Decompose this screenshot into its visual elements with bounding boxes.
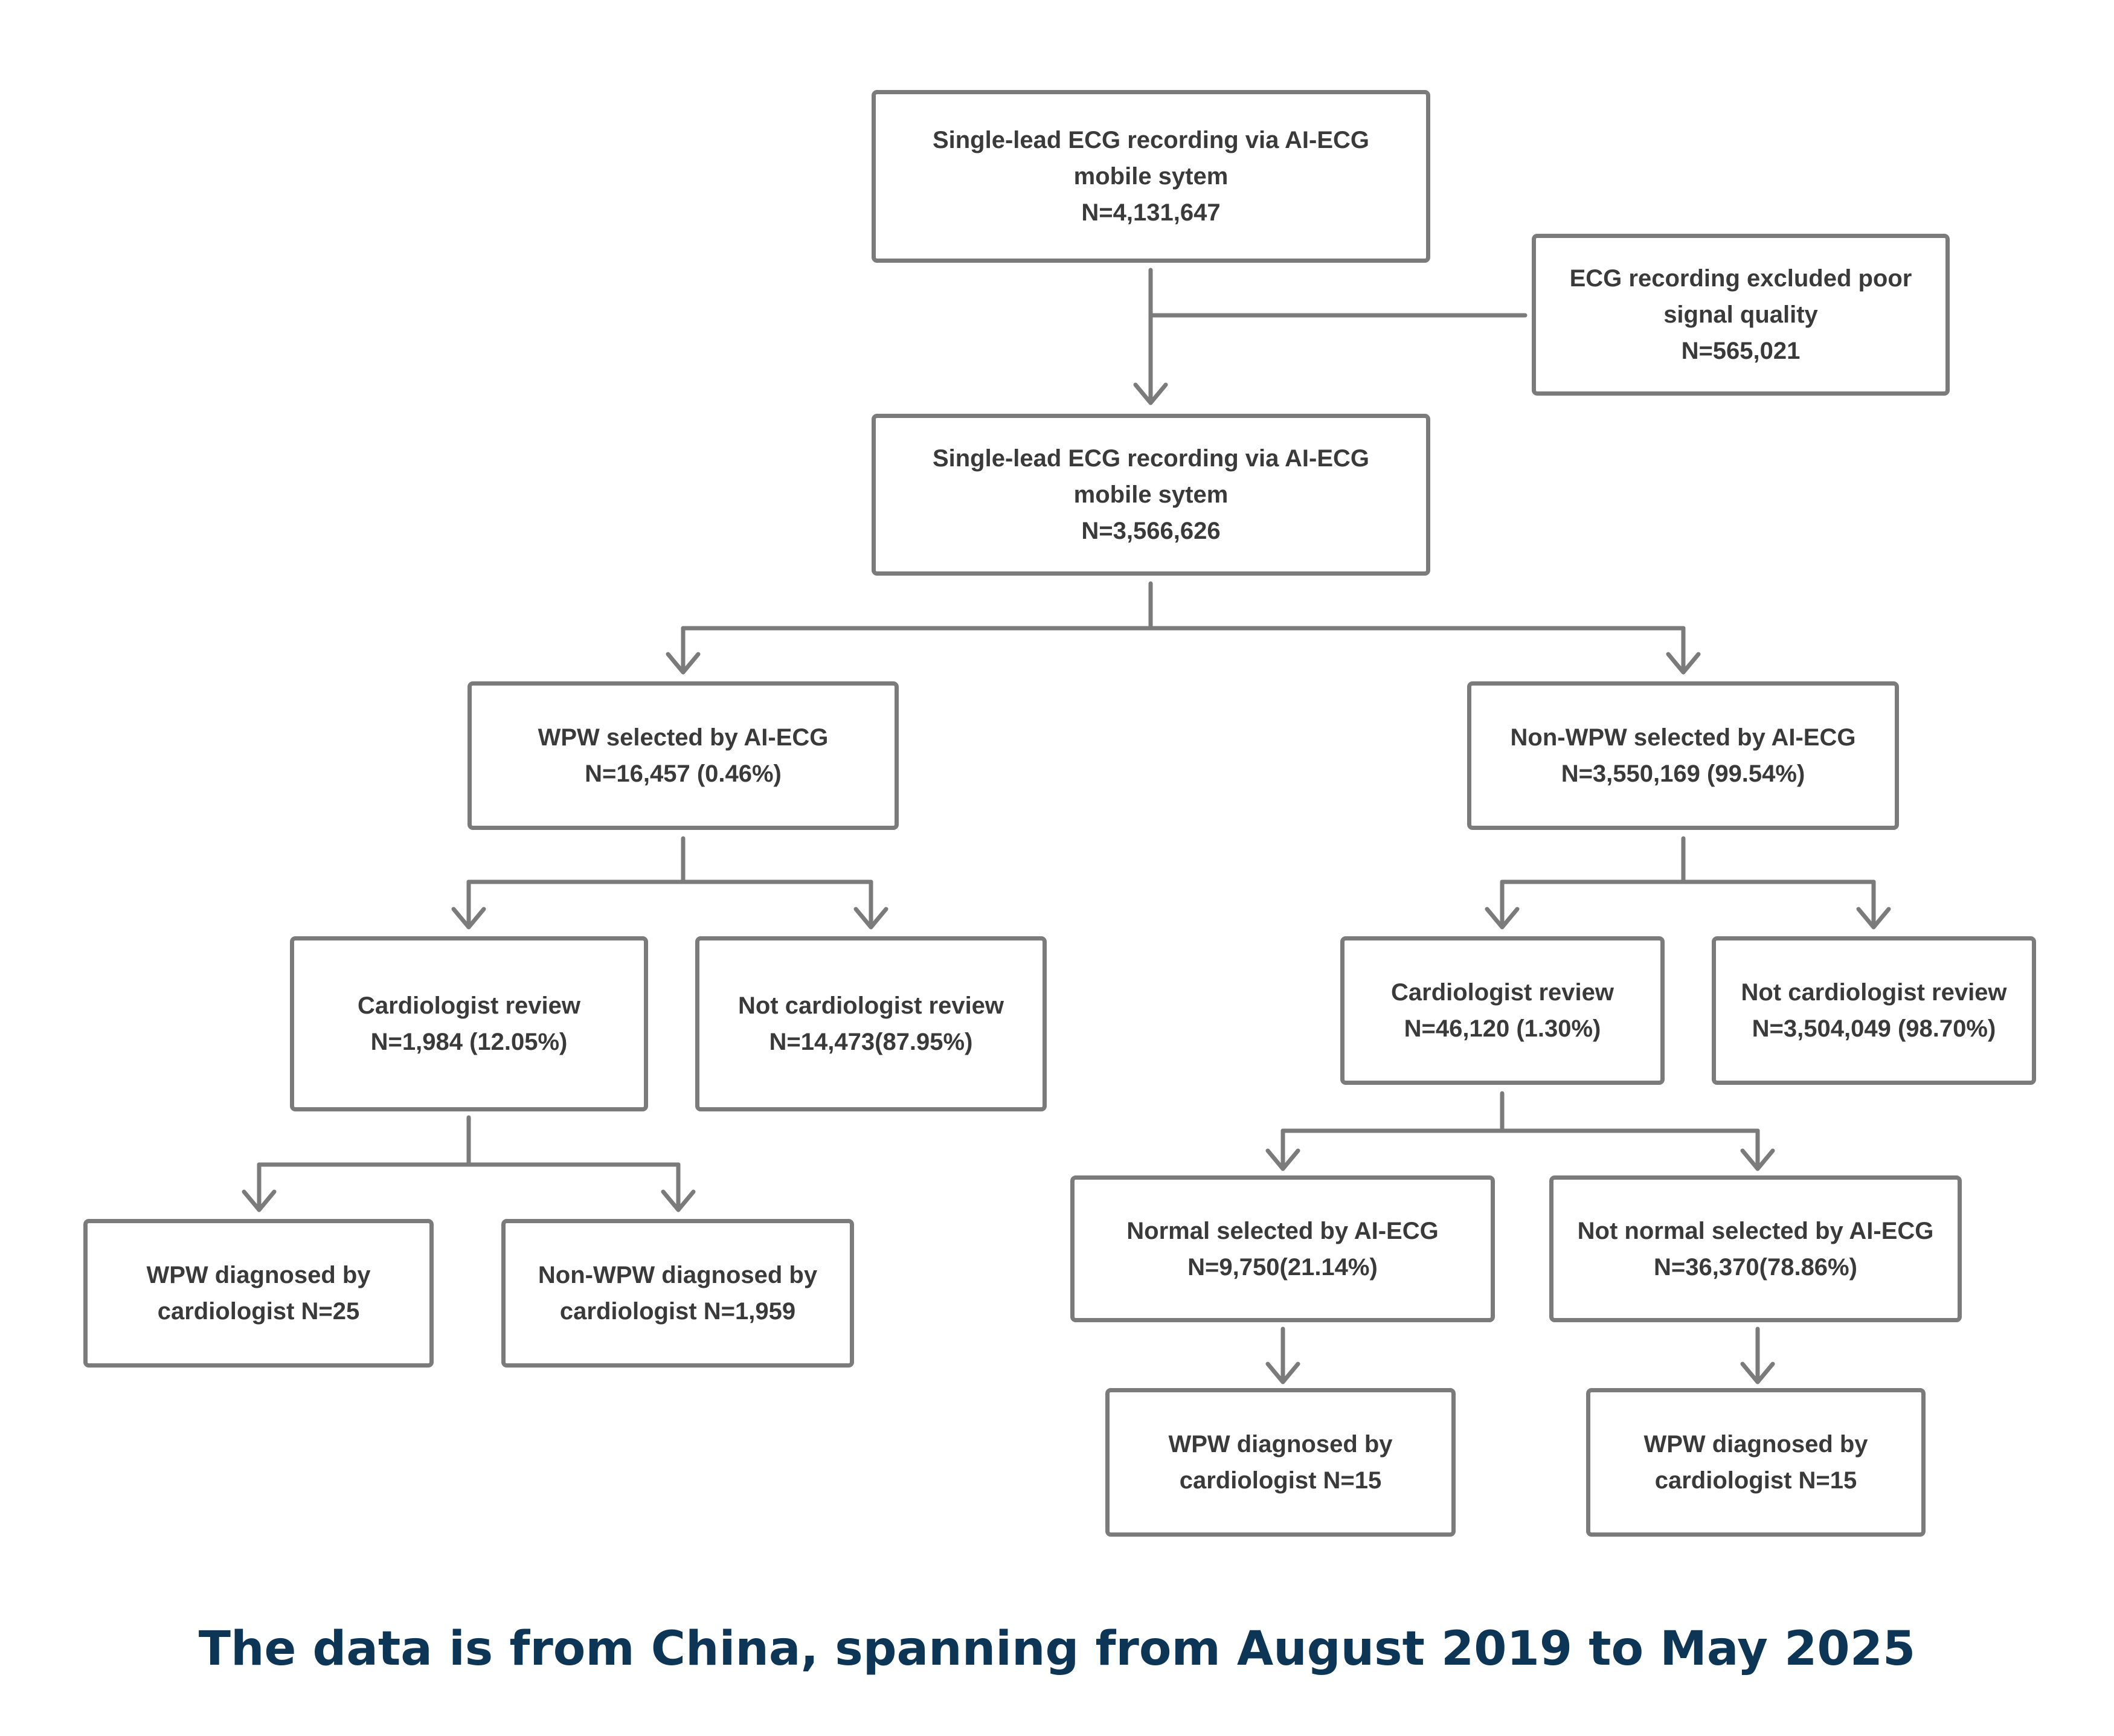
arrowhead bbox=[661, 1189, 696, 1212]
box-wpw-diagnosed-not-normal-text: WPW diagnosed by cardiologist N=15 bbox=[1643, 1431, 1868, 1494]
arrowhead bbox=[1485, 907, 1520, 930]
footer-caption: The data is from China, spanning from Au… bbox=[198, 1622, 1916, 1676]
box-excluded-poor-signal: ECG recording excluded poor signal quali… bbox=[1532, 234, 1950, 396]
box-non-wpw-diagnosed: Non-WPW diagnosed by cardiologist N=1,95… bbox=[501, 1219, 854, 1368]
arrowhead bbox=[853, 907, 888, 930]
box-wpw-diagnosed-left: WPW diagnosed by cardiologist N=25 bbox=[83, 1219, 434, 1368]
box-non-wpw-selected-text: Non-WPW selected by AI-ECG N=3,550,169 (… bbox=[1510, 724, 1856, 787]
box-wpw-not-cardiologist-review: Not cardiologist review N=14,473(87.95%) bbox=[695, 936, 1047, 1111]
box-wpw-selected-text: WPW selected by AI-ECG N=16,457 (0.46%) bbox=[538, 724, 829, 787]
box-wpw-diagnosed-normal-text: WPW diagnosed by cardiologist N=15 bbox=[1168, 1431, 1393, 1494]
box-initial-recordings-text: Single-lead ECG recording via AI-ECG mob… bbox=[932, 127, 1370, 226]
box-wpw-cardiologist-review: Cardiologist review N=1,984 (12.05%) bbox=[290, 936, 648, 1111]
box-non-wpw-not-cardiologist-review-text: Not cardiologist review N=3,504,049 (98.… bbox=[1741, 979, 2007, 1042]
arrowhead bbox=[1265, 1361, 1300, 1384]
arrowhead bbox=[1740, 1361, 1775, 1384]
arrowhead bbox=[1666, 652, 1701, 675]
box-not-normal-selected-text: Not normal selected by AI-ECG N=36,370(7… bbox=[1577, 1217, 1934, 1281]
arrowhead bbox=[1265, 1148, 1300, 1171]
arrowhead bbox=[1133, 382, 1168, 405]
box-wpw-diagnosed-normal: WPW diagnosed by cardiologist N=15 bbox=[1105, 1388, 1456, 1537]
box-non-wpw-cardiologist-review: Cardiologist review N=46,120 (1.30%) bbox=[1340, 936, 1665, 1085]
arrowhead bbox=[242, 1189, 277, 1212]
box-wpw-diagnosed-not-normal: WPW diagnosed by cardiologist N=15 bbox=[1586, 1388, 1926, 1537]
box-non-wpw-not-cardiologist-review: Not cardiologist review N=3,504,049 (98.… bbox=[1712, 936, 2036, 1085]
box-non-wpw-cardiologist-review-text: Cardiologist review N=46,120 (1.30%) bbox=[1391, 979, 1614, 1042]
box-wpw-diagnosed-left-text: WPW diagnosed by cardiologist N=25 bbox=[146, 1262, 371, 1325]
box-remaining-recordings-text: Single-lead ECG recording via AI-ECG mob… bbox=[932, 445, 1370, 544]
box-excluded-poor-signal-text: ECG recording excluded poor signal quali… bbox=[1569, 265, 1912, 364]
box-normal-selected: Normal selected by AI-ECG N=9,750(21.14%… bbox=[1070, 1175, 1495, 1322]
arrowhead bbox=[1740, 1148, 1775, 1171]
box-remaining-recordings: Single-lead ECG recording via AI-ECG mob… bbox=[872, 414, 1430, 576]
arrowhead bbox=[451, 907, 486, 930]
box-not-normal-selected: Not normal selected by AI-ECG N=36,370(7… bbox=[1549, 1175, 1962, 1322]
box-wpw-cardiologist-review-text: Cardiologist review N=1,984 (12.05%) bbox=[358, 992, 580, 1055]
arrowhead bbox=[666, 652, 701, 675]
box-non-wpw-selected: Non-WPW selected by AI-ECG N=3,550,169 (… bbox=[1467, 681, 1899, 830]
box-wpw-selected: WPW selected by AI-ECG N=16,457 (0.46%) bbox=[467, 681, 899, 830]
box-wpw-not-cardiologist-review-text: Not cardiologist review N=14,473(87.95%) bbox=[737, 992, 1004, 1055]
box-initial-recordings: Single-lead ECG recording via AI-ECG mob… bbox=[872, 90, 1430, 263]
box-normal-selected-text: Normal selected by AI-ECG N=9,750(21.14%… bbox=[1126, 1217, 1439, 1281]
arrowhead bbox=[1856, 907, 1891, 930]
box-non-wpw-diagnosed-text: Non-WPW diagnosed by cardiologist N=1,95… bbox=[538, 1262, 818, 1325]
